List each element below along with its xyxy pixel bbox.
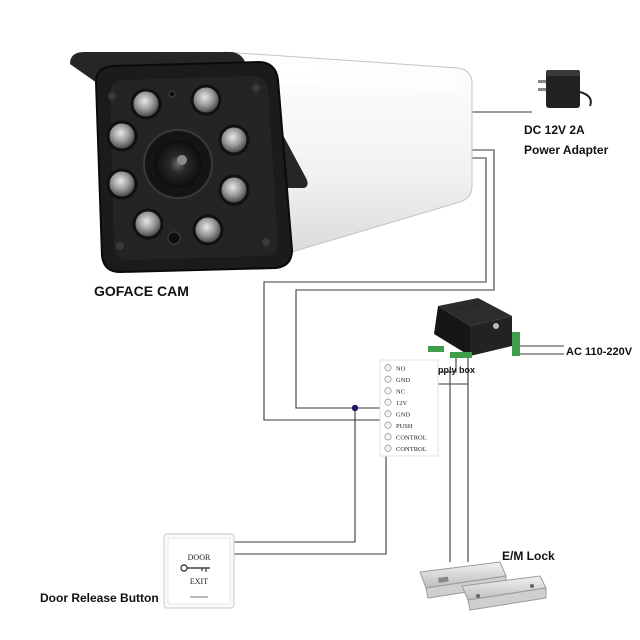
terminal-label: CONTROL <box>396 434 427 441</box>
terminal-screw-icon <box>384 387 392 395</box>
camera-lens-glint <box>177 155 187 165</box>
button-face-line1: DOOR <box>188 553 211 562</box>
wire-gnd-to-button <box>234 408 356 543</box>
power-supply-box: Power Supply Control <box>428 298 520 358</box>
terminal-screw-icon <box>384 421 392 429</box>
em-lock-label: E/M Lock <box>502 549 555 563</box>
ir-led <box>132 208 164 240</box>
terminal-label: PUSH <box>396 423 413 430</box>
wire-push-to-button <box>234 420 387 555</box>
light-sensor <box>168 90 176 98</box>
terminal-label: NO <box>396 365 406 372</box>
terminal-label: 12V <box>396 400 408 407</box>
ir-led <box>218 124 250 156</box>
psu-indicator-icon <box>493 323 499 329</box>
camera-body-highlight <box>236 60 458 90</box>
screw-icon <box>108 92 116 100</box>
psu-side <box>470 316 512 356</box>
em-lock <box>419 561 547 611</box>
terminal-block-frame <box>379 359 439 457</box>
camera-label: GOFACE CAM <box>94 283 189 299</box>
wire-camera-loop-inner <box>263 157 487 421</box>
terminal-label: GND <box>396 411 410 418</box>
psu-terminal-strip <box>428 346 444 352</box>
ir-led <box>218 174 250 206</box>
terminal-screw-icon <box>384 444 392 452</box>
door-release-button: DOOR EXIT <box>163 533 235 609</box>
adapter-label-line2: Power Adapter <box>524 143 609 157</box>
psu-top <box>438 298 512 326</box>
psu-terminal-strip <box>450 352 472 358</box>
light-sensor <box>167 231 181 245</box>
terminal-screw-icon <box>384 410 392 418</box>
terminal-screw-icon <box>384 433 392 441</box>
screw-icon <box>116 242 124 250</box>
terminal-label: GND <box>396 377 410 384</box>
junction-dot <box>351 404 359 412</box>
psu-face-label: Power Supply Control <box>443 302 480 313</box>
goface-camera <box>70 51 473 274</box>
ir-led <box>190 84 222 116</box>
lock-strike-face <box>467 587 547 611</box>
screw-icon <box>252 84 260 92</box>
psu-terminal-strip <box>512 332 520 356</box>
wires <box>234 111 564 562</box>
door-button-label: Door Release Button <box>40 591 159 605</box>
ir-led <box>106 120 138 152</box>
button-face-line2: EXIT <box>190 577 208 586</box>
ac-input-label: AC 110-220V <box>566 346 633 358</box>
psu-front <box>434 306 470 356</box>
terminal-screw-icon <box>384 364 392 372</box>
ir-led <box>192 214 224 246</box>
key-icon <box>180 564 210 572</box>
ir-led <box>130 88 162 120</box>
terminal-block: NO GND NC 12V GND PUSH CONTROL CONTROL <box>379 359 439 457</box>
terminal-label: NC <box>396 388 405 395</box>
adapter-label-line1: DC 12V 2A <box>524 123 585 137</box>
wire-camera-loop-outer <box>295 149 495 409</box>
terminal-screw-icon <box>384 398 392 406</box>
terminal-screw-icon <box>384 375 392 383</box>
screw-icon <box>262 238 270 246</box>
power-adapter-icon <box>538 70 592 108</box>
terminal-label: CONTROL <box>396 446 427 453</box>
ir-led-ring <box>106 84 250 246</box>
ir-led <box>106 168 138 200</box>
camera-lens <box>154 140 202 188</box>
